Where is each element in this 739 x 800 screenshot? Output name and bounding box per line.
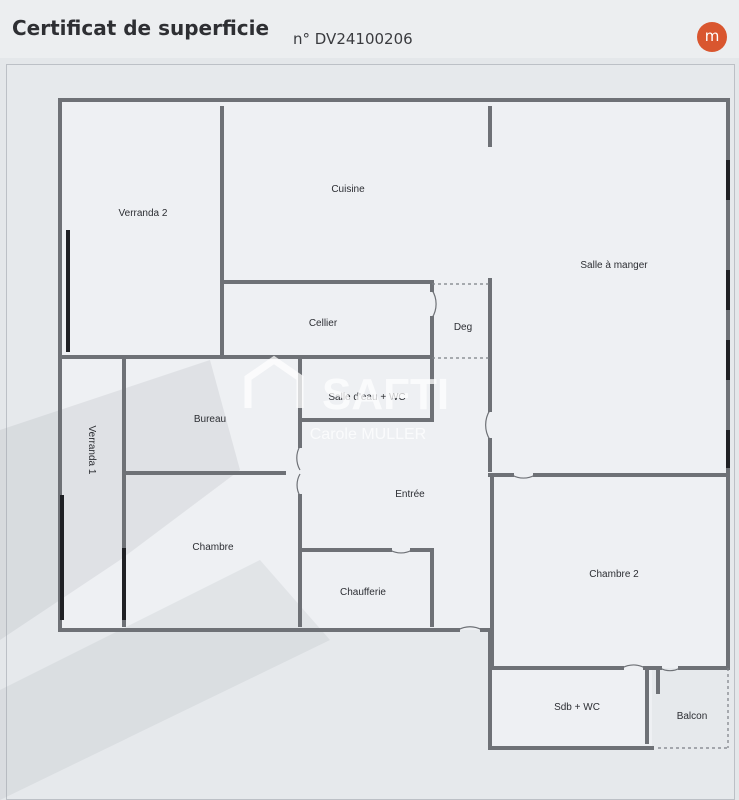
room-label-sdb-wc: Sdb + WC bbox=[554, 702, 600, 713]
room-label-salle-eau: Salle d'eau + WC bbox=[328, 392, 405, 403]
watermark-brand: SAFTI bbox=[322, 370, 449, 419]
room-label-chaufferie: Chaufferie bbox=[340, 587, 386, 598]
windows bbox=[60, 160, 730, 620]
deg-boundary bbox=[432, 283, 490, 359]
room-label-deg: Deg bbox=[454, 322, 472, 333]
room-label-balcon: Balcon bbox=[677, 711, 708, 722]
balcon-outline bbox=[658, 668, 729, 749]
door-swing bbox=[431, 289, 437, 319]
room-label-entree: Entrée bbox=[395, 489, 425, 500]
room-label-verranda1: Verranda 1 bbox=[86, 426, 97, 475]
door-swing bbox=[296, 473, 301, 497]
door-swing bbox=[389, 549, 413, 554]
room-label-chambre: Chambre bbox=[192, 542, 234, 553]
door-swing bbox=[621, 664, 646, 669]
door-swing bbox=[659, 667, 681, 672]
room-label-verranda2: Verranda 2 bbox=[119, 208, 168, 219]
house-logo-icon bbox=[244, 355, 304, 408]
room-label-chambre2: Chambre 2 bbox=[589, 569, 639, 580]
door-swing bbox=[485, 409, 491, 441]
certificate-header: Certificat de superficie n° DV24100206 m bbox=[0, 0, 739, 58]
certificate-title: Certificat de superficie bbox=[12, 16, 270, 40]
room-label-cuisine: Cuisine bbox=[331, 184, 365, 195]
room-label-bureau: Bureau bbox=[194, 414, 226, 425]
door-swing bbox=[511, 474, 536, 479]
paper-shadow bbox=[0, 560, 330, 800]
walls bbox=[58, 98, 730, 750]
safti-watermark: SAFTI Carole MULLER bbox=[244, 355, 449, 443]
watermark-agent: Carole MULLER bbox=[310, 426, 426, 443]
door-swing bbox=[457, 626, 483, 631]
room-label-cellier: Cellier bbox=[309, 318, 338, 329]
certificate-number: n° DV24100206 bbox=[293, 30, 413, 48]
brand-logo-icon: m bbox=[697, 22, 727, 52]
door-swing bbox=[296, 445, 301, 471]
apartment-floor bbox=[60, 100, 728, 748]
door-swings bbox=[296, 289, 681, 672]
room-label-salle-a-manger: Salle à manger bbox=[580, 260, 648, 271]
